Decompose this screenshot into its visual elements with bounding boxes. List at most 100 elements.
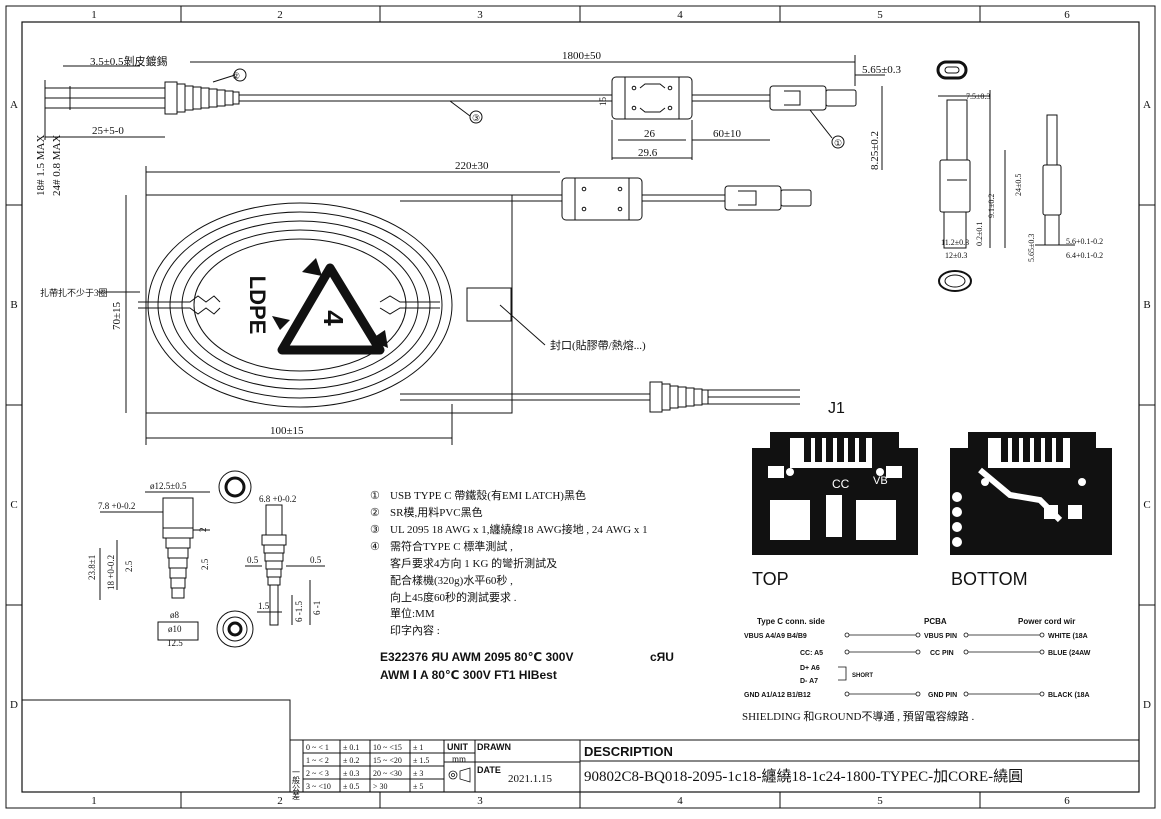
tolerance-table: 0 ~ < 1 ± 0.1 10 ~ <15 ± 1 1 ~ < 2 ± 0.2… [306, 743, 429, 791]
tol-cell: ± 1.5 [413, 756, 429, 765]
row-label: C [1143, 499, 1150, 511]
note-text: 需符合TYPE C 標準測試 , [390, 539, 513, 553]
dim-d1: 7.5±0.3 [966, 92, 990, 101]
dim-core-outer: 29.6 [638, 147, 658, 159]
tol-cell: 20 ~ <30 [373, 769, 402, 778]
dim-dia-8: ø8 [170, 610, 180, 620]
pcb-vb-label: VB [873, 475, 888, 487]
dim-d6: 12±0.3 [945, 251, 967, 260]
dim-gap-25b: 2.5 [200, 558, 210, 570]
dim-pkg-width: 100±15 [270, 425, 304, 437]
wiring-left: D+ A6 [800, 665, 820, 672]
tol-cell: > 30 [373, 782, 388, 791]
dim-wire-18: 18# 1.5 MAX [35, 135, 47, 196]
print-line-1: E322376 ЯU AWM 2095 80℃ 300V [380, 650, 574, 664]
wiring-mid: GND PIN [928, 692, 957, 699]
note-text: UL 2095 18 AWG x 1,纏繞線18 AWG接地 , 24 AWG … [390, 522, 648, 536]
pcb-top-label: TOP [752, 569, 789, 589]
note-extra: 印字內容 : [390, 623, 440, 637]
note-num: ① [370, 490, 380, 502]
inner-border [21, 21, 1140, 793]
dim-05a: 0.5 [247, 555, 259, 565]
wiring-mid: VBUS PIN [924, 633, 957, 640]
note-text: SR模,用料PVC黑色 [390, 505, 483, 519]
note-tie: 扎帶扎不少于3圈 [40, 287, 108, 298]
note-num: ② [370, 507, 380, 519]
recycle-symbol: 4 LDPE [245, 258, 388, 355]
row-label: B [10, 299, 17, 311]
wiring-short: SHORT [852, 673, 873, 679]
dim-h-total: 23.8±1 [87, 555, 97, 580]
dim-d2: 9.1±0.2 [987, 194, 996, 218]
note-extra: 客戶要求4方向 1 KG 的彎折測試及 [390, 556, 557, 570]
recycle-label: LDPE [245, 276, 270, 335]
col-label: 4 [677, 9, 683, 21]
tolerance-side-label: 一般公差 [292, 768, 301, 800]
tol-cell: 3 ~ <10 [306, 782, 331, 791]
top-cable-dims: 3.5±0.5剝皮鍍錫 1800±50 5.65±0.3 25+5-0 18# … [35, 50, 902, 196]
notes-block: ① USB TYPE C 帶鐵殼(有EMI LATCH)黑色 ② SR模,用料P… [370, 488, 648, 637]
note-num: ③ [370, 524, 380, 536]
tol-cell: 0 ~ < 1 [306, 743, 329, 752]
wiring-left: GND A1/A12 B1/B12 [744, 692, 811, 699]
dim-gap-25a: 2.5 [124, 560, 134, 572]
dim-pkg-height: 70±15 [111, 301, 123, 330]
connector-detail [936, 60, 1075, 292]
dim-w-125: 12.5 [167, 638, 183, 648]
unit-label: UNIT [447, 742, 468, 752]
note-extra: 配合樣機(320g)水平60秒 , [390, 573, 513, 587]
dim-pkg-length: 220±30 [455, 160, 489, 172]
col-label: 5 [877, 9, 883, 21]
row-label: D [10, 699, 18, 711]
tol-cell: ± 1 [413, 743, 423, 752]
dim-d9: 6.4+0.1-0.2 [1066, 251, 1103, 260]
tol-cell: ± 5 [413, 782, 423, 791]
print-ul: cЯU [650, 650, 674, 664]
wiring-header-left: Type C conn. side [757, 617, 825, 626]
col-label: 6 [1064, 9, 1070, 21]
col-label: 2 [277, 795, 283, 807]
wiring-right: BLUE (24AW [1048, 650, 1091, 657]
connector-detail-dims: 7.5±0.3 9.1±0.2 24±0.5 0.2±0.1 11.2±0.3 … [941, 92, 1103, 262]
dim-d3: 24±0.5 [1014, 174, 1023, 196]
dim-w2: 6.8 +0-0.2 [259, 494, 296, 504]
wiring-left: CC: A5 [800, 650, 823, 657]
dim-connector: 5.65±0.3 [862, 64, 902, 76]
date-label: DATE [477, 765, 501, 775]
strain-relief-ribs [176, 83, 240, 113]
tol-cell: ± 3 [413, 769, 423, 778]
dim-h-mid: 18 +0-0.2 [106, 555, 116, 590]
wiring-header-mid: PCBA [924, 617, 947, 626]
strain-relief-detail [99, 470, 325, 648]
print-line-2: AWM Ⅰ A 80℃ 300V FT1 HIBest [380, 668, 557, 682]
wiring-table: Type C conn. side PCBA Power cord wir VB… [744, 617, 1091, 699]
col-label: 1 [91, 9, 97, 21]
top-cable-view [44, 55, 885, 170]
recycle-number: 4 [318, 310, 349, 326]
tol-cell: 2 ~ < 3 [306, 769, 329, 778]
date-value: 2021.1.15 [508, 773, 553, 785]
tol-cell: ± 0.2 [343, 756, 359, 765]
desc-label: DESCRIPTION [584, 744, 673, 759]
tol-cell: ± 0.1 [343, 743, 359, 752]
zone-dividers [6, 6, 1155, 808]
note-text: USB TYPE C 帶鐵殼(有EMI LATCH)黑色 [390, 488, 586, 502]
outer-border [5, 5, 1156, 809]
desc-value: 90802C8-BQ018-2095-1c18-纏繞18-1c24-1800-T… [584, 767, 1023, 785]
note-seal: 封口(貼膠帶/熱熔...) [550, 338, 646, 352]
dim-6b: 6 -1 [312, 601, 322, 615]
dim-length: 1800±50 [562, 50, 602, 62]
dim-dia-10: ø10 [168, 624, 182, 634]
col-label: 2 [277, 9, 283, 21]
wiring-right: BLACK (18A [1048, 692, 1090, 699]
wiring-note: SHIELDING 和GROUND不導通 , 預留電容線路 . [742, 709, 974, 723]
dim-05b: 0.5 [310, 555, 322, 565]
unit-value: mm [452, 754, 466, 764]
col-label: 4 [677, 795, 683, 807]
pcb-bottom [950, 432, 1112, 555]
tol-cell: ± 0.5 [343, 782, 359, 791]
projection-icon [448, 767, 471, 783]
dim-6: 6 -1.5 [294, 601, 304, 622]
